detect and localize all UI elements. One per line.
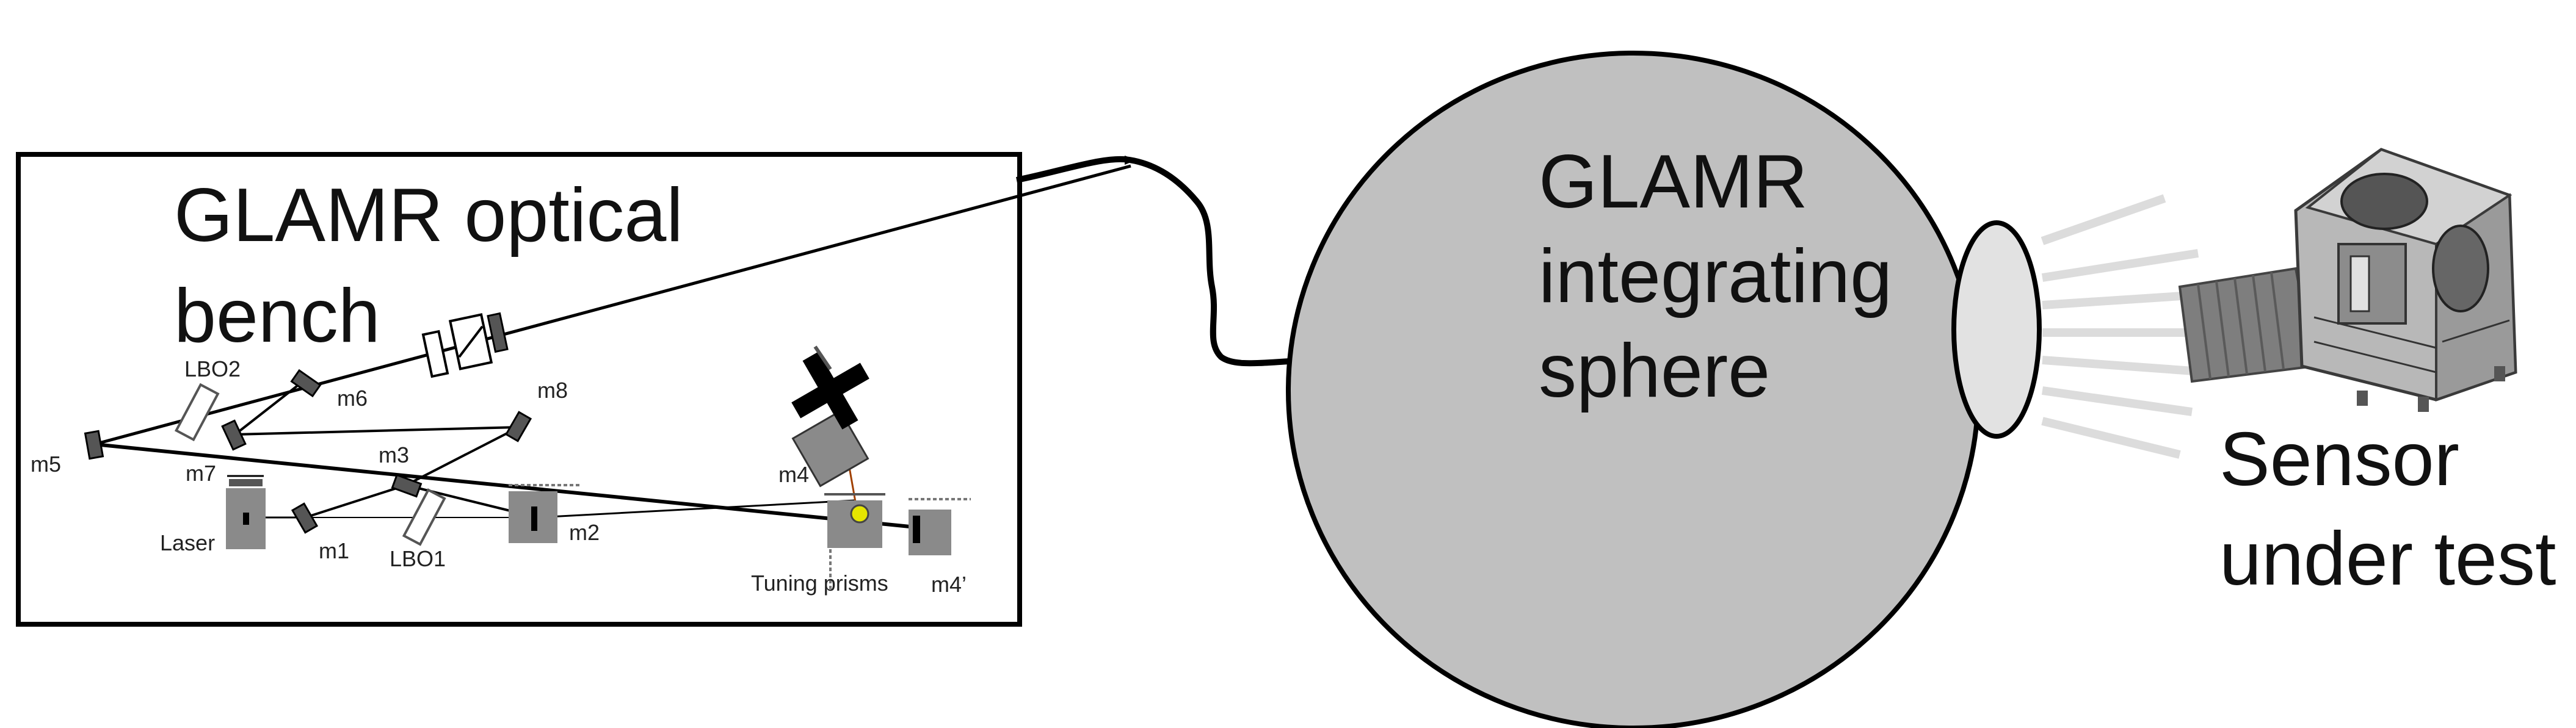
label-m1: m1 <box>319 538 349 563</box>
label-lbo2: LBO2 <box>184 356 241 381</box>
label-m3: m3 <box>379 442 409 467</box>
m4-prime-block <box>909 498 971 555</box>
mirror-m7 <box>221 419 247 451</box>
light-rays <box>2041 194 2229 459</box>
label-m5: m5 <box>31 452 61 477</box>
tuning-prisms-block <box>824 493 885 589</box>
label-m8: m8 <box>537 378 568 403</box>
label-laser: Laser <box>160 530 215 555</box>
beam-m7-to-m6 <box>234 378 307 436</box>
lbo2-crystal <box>174 383 220 442</box>
m4-block <box>791 345 869 488</box>
optical-fiber <box>1016 156 1290 367</box>
label-m6: m6 <box>337 386 368 411</box>
mirror-m1 <box>291 502 319 534</box>
sphere-exit-port <box>1951 220 2042 439</box>
mirror-m8 <box>504 411 532 442</box>
beam-m5-to-m4prime <box>94 442 923 530</box>
bench-title-line2: bench <box>174 274 380 358</box>
laser-block <box>226 475 266 549</box>
label-tuning-prisms: Tuning prisms <box>751 571 888 596</box>
fiber-arrow-icon <box>1125 156 1137 165</box>
label-lbo1: LBO1 <box>390 546 446 571</box>
sensor-label-line2: under test <box>2219 517 2556 601</box>
m2-block <box>509 484 580 543</box>
label-m4-prime: m4’ <box>931 572 967 597</box>
beam-m1-to-m3 <box>305 484 407 519</box>
beam-m2-to-m4 <box>537 499 855 519</box>
sphere-label-line3: sphere <box>1539 329 1770 413</box>
fiber-coupler <box>421 312 509 378</box>
sensor-instrument <box>2178 148 2517 412</box>
label-m4: m4 <box>778 462 809 487</box>
mirror-m3 <box>391 474 423 498</box>
mirrors <box>84 369 532 534</box>
sensor-label-line1: Sensor <box>2219 417 2459 502</box>
label-m7: m7 <box>186 461 216 486</box>
beam-m5-to-fiber <box>94 164 1131 446</box>
mirror-m5 <box>84 430 104 460</box>
label-m2: m2 <box>569 520 600 545</box>
mirror-m6 <box>290 369 322 398</box>
beam-m3-to-m8 <box>405 426 520 486</box>
bench-title-line1: GLAMR optical <box>174 173 683 258</box>
sphere-label-line1: GLAMR <box>1539 140 1808 224</box>
beam-m7-to-m8 <box>234 426 520 436</box>
sphere-label-line2: integrating <box>1539 234 1892 319</box>
lbo1-crystal <box>402 488 446 546</box>
